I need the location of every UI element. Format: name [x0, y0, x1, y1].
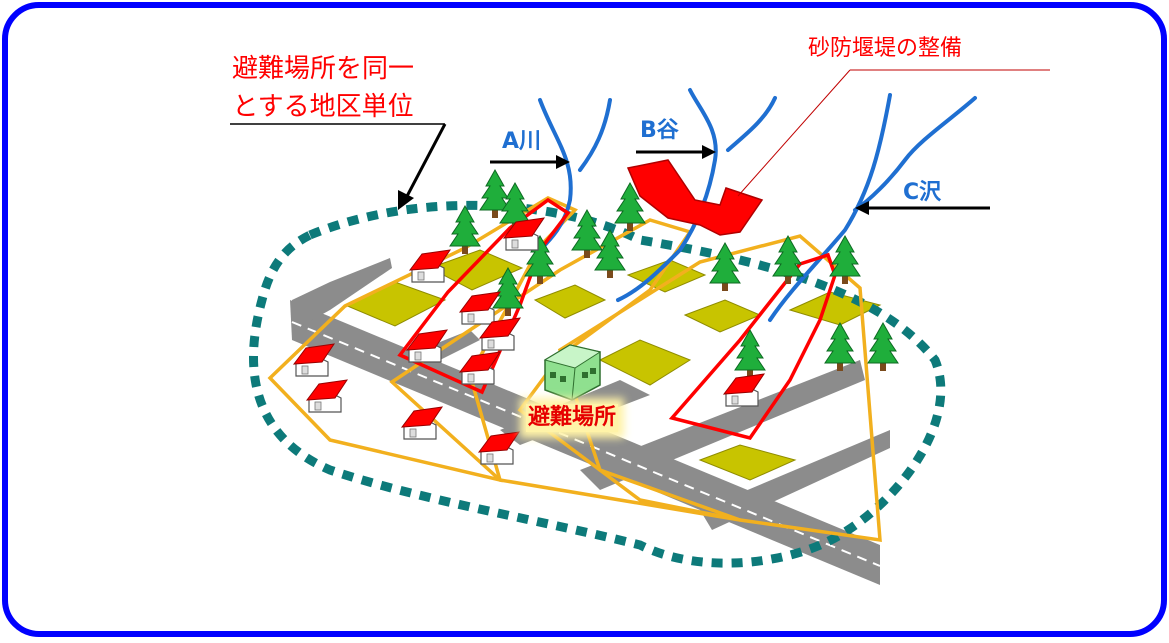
rivers [538, 88, 977, 322]
sabo-dam-label: 砂防堰堤の整備 [808, 36, 963, 61]
sabo-dam [626, 159, 764, 236]
stream-c-label: C沢 [903, 180, 942, 205]
dotted-district-boundary [249, 200, 946, 568]
danger-zone-a [397, 197, 571, 395]
valley-b [616, 88, 718, 302]
shelter-building [543, 344, 602, 401]
river-a-label: A川 [502, 129, 542, 154]
district-label-line2: とする地区単位 [232, 92, 414, 122]
stream-c [768, 93, 892, 322]
side-road-west [292, 258, 392, 330]
district-label-line1: 避難場所を同一 [232, 54, 415, 84]
valley-b-label: B谷 [640, 118, 679, 143]
shelter-label: 避難場所 [526, 404, 619, 432]
district-unit-label: 避難場所を同一 とする地区単位 [232, 50, 414, 126]
cross-road-east [580, 360, 865, 490]
flow-arrows [490, 145, 990, 215]
district-pointer-arrow [403, 123, 447, 201]
sabo-leader-line [737, 69, 851, 197]
